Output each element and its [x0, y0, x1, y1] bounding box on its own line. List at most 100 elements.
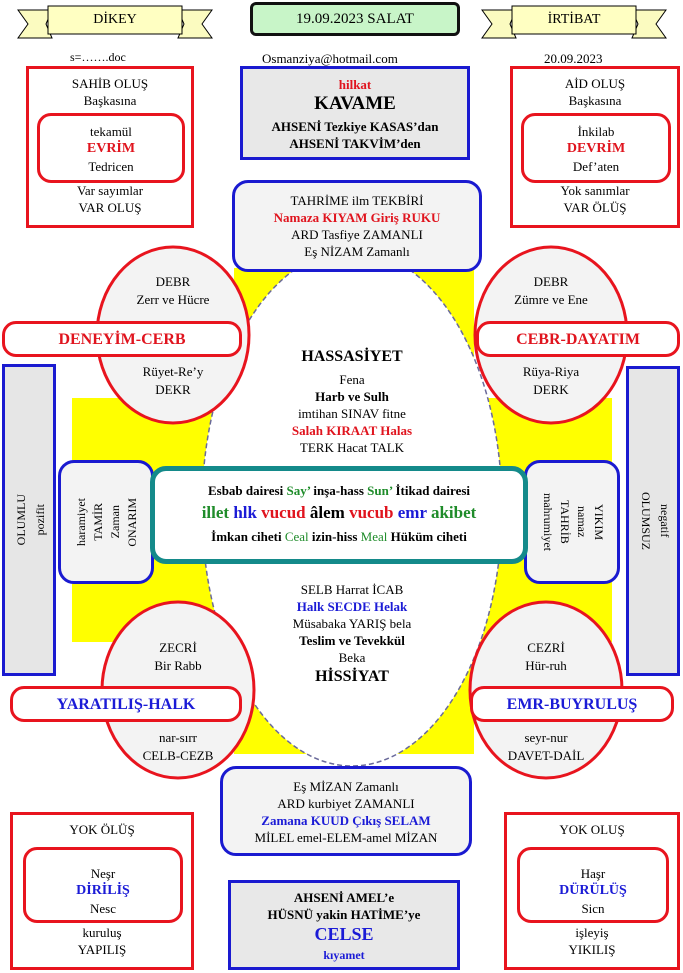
center-row3: İmkan ciheti Ceal izin-hiss Meal Hüküm c… [155, 529, 523, 545]
center-r2f: emr [397, 503, 427, 522]
page-title: 19.09.2023 SALAT [296, 11, 414, 27]
top-right-line4: VAR ÖLÜŞ [563, 200, 627, 215]
left-lower-circle-line2: Bir Rabb [154, 658, 202, 673]
right-lower-circle-line3: seyr-nur [524, 730, 568, 745]
oval-upper-line5: Salah KIRAAT Halas [291, 423, 413, 438]
top-right-inner1: İnkilab [577, 124, 615, 139]
top-right-line2: Başkasına [568, 93, 622, 108]
oval-upper-line2: Fena [339, 372, 365, 387]
left-mid-line1: haramiyet [74, 498, 88, 546]
bottom-right-inner2: DÜRÜLÜŞ [559, 883, 627, 898]
bottom-left-inner2: DİRİLİŞ [76, 883, 130, 898]
bottom-left-line3: YAPILIŞ [77, 942, 127, 957]
lower-box-line3: Zamana KUUD Çıkış SELAM [261, 813, 431, 828]
top-center-box: hilkat KAVAME AHSENİ Tezkiye KASAS’dan A… [240, 66, 470, 160]
left-lower-circle-line3: nar-sırr [159, 730, 197, 745]
top-center-line3: AHSENİ Tezkiye KASAS’dan [271, 119, 439, 134]
top-right-line1: AİD OLUŞ [564, 76, 626, 91]
left-lower-circle-line1: ZECRİ [159, 640, 197, 655]
bottom-center-line2: HÜSNÜ yakin HATİME’ye [267, 907, 421, 922]
oval-upper-line6: TERK Hacat TALK [299, 440, 405, 455]
bottom-left-inner1: Neşr [90, 866, 116, 881]
oval-upper-line1: HASSASİYET [301, 348, 403, 365]
left-mid-box: haramiyet TAMİR Zaman ONARIM [58, 460, 154, 584]
file-name: s=…….doc [70, 50, 126, 64]
upper-box-line3: ARD Tasfiye ZAMANLI [291, 227, 423, 242]
side-right-line2: OLUMSUZ [639, 491, 653, 550]
bottom-center-line1: AHSENİ AMEL’e [293, 890, 395, 905]
top-left-inner: tekamül EVRİM Tedricen [37, 113, 185, 183]
bottom-left-inner: Neşr DİRİLİŞ Nesc [23, 847, 183, 923]
pill-yaratilis: YARATILIŞ-HALK [10, 686, 242, 722]
oval-lower-line4: Teslim ve Tevekkül [299, 633, 405, 648]
upper-box-line1: TAHRİME ilm TEKBİRİ [290, 193, 424, 208]
top-left-box: SAHİB OLUŞ Başkasına tekamül EVRİM Tedri… [26, 66, 194, 228]
pill-cebr-label: CEBR-DAYATIM [516, 331, 640, 348]
upper-box: TAHRİME ilm TEKBİRİ Namaza KIYAM Giriş R… [232, 180, 482, 272]
bottom-center-line3: CELSE [314, 924, 374, 944]
oval-lower-line1: SELB Harrat İCAB [300, 582, 404, 597]
left-upper-circle-line3: Rüyet-Re’y [142, 364, 204, 379]
top-left-inner3: Tedricen [88, 159, 134, 174]
center-r1d: Sun’ [367, 483, 393, 498]
right-banner: İRTİBAT [512, 9, 636, 33]
center-box: Esbab dairesi Say’ inşa-hass Sun’ İtikad… [150, 466, 528, 564]
right-mid-line2: namaz [575, 506, 589, 538]
pill-emr-label: EMR-BUYRULUŞ [506, 696, 638, 713]
center-r1c: inşa-hass [313, 483, 364, 498]
center-r1e: İtikad dairesi [395, 483, 471, 498]
bottom-left-line1: YOK ÖLÜŞ [69, 822, 135, 837]
top-center-line2: KAVAME [314, 93, 396, 114]
pill-cebr: CEBR-DAYATIM [476, 321, 680, 357]
right-banner-label: İRTİBAT [547, 12, 601, 27]
lower-box-line2: ARD kurbiyet ZAMANLI [277, 796, 415, 811]
lower-box-line4: MİLEL emel-ELEM-amel MİZAN [254, 830, 438, 845]
top-center-line4: AHSENİ TAKVİM’den [289, 136, 421, 151]
top-right-inner: İnkilab DEVRİM Def’aten [521, 113, 671, 183]
left-upper-circle-line2: Zerr ve Hücre [136, 292, 210, 307]
top-left-line2: Başkasına [83, 93, 137, 108]
top-center-line1: hilkat [338, 77, 372, 92]
right-upper-circle-line1: DEBR [533, 274, 569, 289]
email-text: Osmanziya@hotmail.com [262, 51, 398, 66]
right-mid-text: YIKIM namaz TAHRİB mahrumiyet [531, 465, 615, 579]
right-mid-line3: TAHRİB [558, 500, 572, 544]
center-r1a: Esbab dairesi [207, 483, 284, 498]
center-r1b: Say’ [286, 483, 311, 498]
top-right-box: AİD OLUŞ Başkasına İnkilab DEVRİM Def’at… [510, 66, 680, 228]
bottom-right-line2: işleyiş [575, 925, 609, 940]
bottom-right-line1: YOK OLUŞ [559, 822, 625, 837]
right-upper-circle-line3: Rüya-Riya [522, 364, 580, 379]
right-upper-circle-line2: Zümre ve Ene [514, 292, 588, 307]
top-left-inner2: EVRİM [86, 141, 136, 156]
oval-lower-line6: HİSSİYAT [315, 668, 389, 685]
bottom-center-line4: kıyamet [323, 948, 365, 962]
bottom-right-line3: YIKILIŞ [568, 942, 616, 957]
oval-lower-line2: Halk SECDE Helak [296, 599, 408, 614]
center-row1: Esbab dairesi Say’ inşa-hass Sun’ İtikad… [155, 483, 523, 499]
title-box: 19.09.2023 SALAT [250, 2, 460, 36]
oval-lower-line5: Beka [338, 650, 366, 665]
right-mid-line4: mahrumiyet [541, 493, 555, 551]
bottom-right-box: YOK OLUŞ Haşr DÜRÜLÜŞ Sicn işleyiş YIKIL… [504, 812, 680, 970]
center-r2e: vucub [349, 503, 394, 522]
bottom-right-inner1: Haşr [580, 866, 606, 881]
top-left-line4: VAR OLUŞ [78, 200, 142, 215]
center-r2d: âlem [309, 503, 345, 522]
side-right-text: negatif OLUMSUZ [635, 369, 675, 673]
oval-upper-line4: imtihan SINAV fitne [298, 406, 406, 421]
center-r3b: Ceal [284, 529, 309, 544]
right-lower-circle-line1: CEZRİ [527, 640, 565, 655]
upper-box-line2: Namaza KIYAM Giriş RUKU [273, 210, 441, 225]
center-r3a: İmkan ciheti [211, 529, 282, 544]
center-row2: illet hlk vucud âlem vucub emr akibet [155, 503, 523, 523]
left-upper-circle-line4: DEKR [155, 382, 191, 397]
right-lower-circle-line2: Hür-ruh [525, 658, 567, 673]
bottom-left-line2: kuruluş [82, 925, 122, 940]
top-right-inner2: DEVRİM [566, 141, 626, 156]
bottom-left-box: YOK ÖLÜŞ Neşr DİRİLİŞ Nesc kuruluş YAPIL… [10, 812, 194, 970]
center-r2c: vucud [261, 503, 306, 522]
right-mid-line1: YIKIM [592, 504, 606, 540]
left-banner-shape [17, 5, 213, 39]
left-mid-line2: TAMİR [91, 503, 105, 541]
